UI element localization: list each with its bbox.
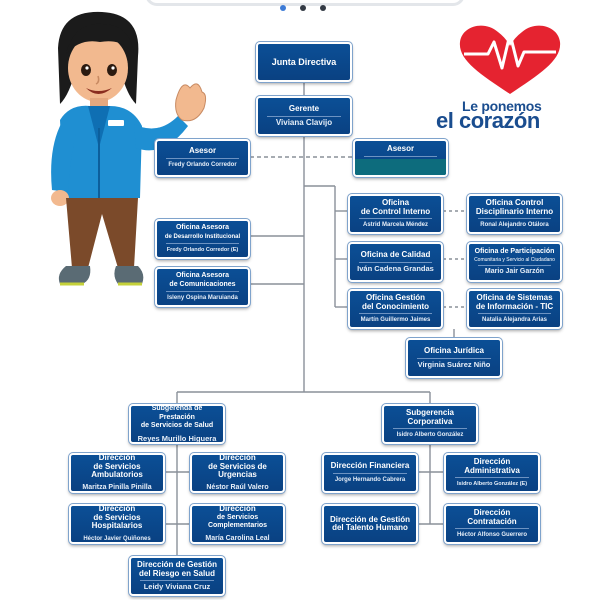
control-disc-title-1: Oficina Control [485,198,544,207]
adm-title: Dirección Administrativa [464,457,520,475]
sistemas-title-2: de Información - TIC [475,301,554,311]
junta-directiva-box[interactable]: Junta Directiva [255,41,353,83]
amb-title-1: Dirección [98,453,136,463]
carousel-dot-1[interactable] [280,5,286,11]
urgencias-box[interactable]: Dirección de Servicios de Urgencias Nést… [189,452,286,494]
comunicaciones-title-2: de Comunicaciones [169,280,236,288]
slogan-line-2: el corazón [436,108,540,133]
juridica-title: Oficina Jurídica [423,346,485,356]
gestion-conoc-name: Martín Guillermo Jaimes [360,317,431,323]
participacion-name: Mario Jair Garzón [484,267,545,275]
sistemas-title-1: Oficina de Sistemas [476,293,553,302]
sub-corp-name: Isidro Alberto González [396,432,464,438]
riesgo-name: Leidy Viviana Cruz [143,582,211,591]
gerente-name: Viviana Clavijo [275,117,333,127]
control-interno-title-1: Oficina [381,198,410,207]
participacion-title-2: Comunitaria y Servicio al Ciudadano [474,256,555,263]
sistemas-tic-box[interactable]: Oficina de Sistemas de Información - TIC… [466,288,563,330]
control-interno-name: Astrid Marcela Méndez [362,222,429,228]
talento-title-1: Dirección de Gestión [329,514,411,524]
urg-name: Néstor Raúl Valero [206,483,269,491]
gestion-conocimiento-box[interactable]: Oficina Gestión del Conocimiento Martín … [347,288,444,330]
comp-title-2: de Servicios Complementarios [207,513,268,530]
asesor-1-title: Asesor [188,146,217,156]
carousel-dots [280,5,326,11]
asesor-2-title: Asesor [386,144,415,153]
gestion-conoc-title-2: del Conocimiento [361,301,430,311]
riesgo-title-2: del Riesgo en Salud [138,568,215,578]
asesor-2-box[interactable]: Asesor [352,138,449,178]
contratacion-box[interactable]: Dirección Contratación Héctor Alfonso Gu… [443,503,541,545]
comp-title-1: Dirección [219,504,256,514]
asesor-1-box[interactable]: Asesor Fredy Orlando Corredor [154,138,251,178]
control-interno-title-2: de Control Interno [360,206,431,216]
amb-title-2: de Servicios Ambulatorios [91,461,143,480]
carousel-dot-2[interactable] [300,5,306,11]
calidad-box[interactable]: Oficina de Calidad Iván Cadena Grandas [347,241,444,283]
comunicaciones-box[interactable]: Oficina Asesora de Comunicaciones Isleny… [154,266,251,308]
asesor-1-name: Fredy Orlando Corredor [168,161,237,168]
desarrollo-name: Fredy Orlando Corredor (E) [166,247,239,253]
participacion-box[interactable]: Oficina de Participación Comunitaria y S… [466,241,563,283]
desarrollo-title-1: Oficina Asesora [175,224,230,231]
control-disciplinario-box[interactable]: Oficina Control Disciplinario Interno Ro… [466,193,563,235]
heart-logo-icon [459,25,561,95]
sub-salud-title-1: Subgerenda de Prestación [151,405,203,421]
contr-title: Dirección Contratación [467,508,517,526]
calidad-title: Oficina de Calidad [360,250,431,260]
comunicaciones-title-1: Oficina Asesora [175,272,230,279]
control-disc-name: Ronal Alejandro Otálora [480,222,549,228]
ambulatorios-box[interactable]: Dirección de Servicios Ambulatorios Mari… [68,452,166,494]
sub-corp-title: Subgerencia Corporativa [405,408,454,426]
talento-title-2: del Talento Humano [332,523,408,532]
subgerencia-salud-box[interactable]: Subgerenda de Prestación de Servicios de… [128,403,226,445]
nurse-mascot-icon [51,11,207,286]
sistemas-name: Natalia Alejandra Arias [482,317,547,323]
urg-title-2: de Servicios de Urgencias [208,461,267,480]
complementarios-box[interactable]: Dirección de Servicios Complementarios M… [189,503,286,545]
juridica-name: Virginia Suárez Niño [417,359,491,369]
subgerencia-corporativa-box[interactable]: Subgerencia Corporativa Isidro Alberto G… [381,403,479,445]
hosp-title-1: Dirección [98,504,136,514]
financiera-box[interactable]: Dirección Financiera Jorge Hernando Cabr… [321,452,419,494]
contr-name: Héctor Alfonso Guerrero [456,532,528,538]
desarrollo-box[interactable]: Oficina Asesora de Desarrollo Institucio… [154,218,251,260]
sub-salud-name: Reyes Murillo Higuera [137,433,217,443]
administrativa-box[interactable]: Dirección Administrativa Isidro Alberto … [443,452,541,494]
fin-name: Jorge Hernando Cabrera [334,476,406,483]
comp-name: María Carolina Leal [205,534,270,542]
riesgo-salud-box[interactable]: Dirección de Gestión del Riesgo en Salud… [128,555,226,597]
urg-title-1: Dirección [219,453,256,463]
slogan-line-1: Le ponemos [462,98,542,114]
talento-humano-box[interactable]: Dirección de Gestión del Talento Humano [321,503,419,545]
control-disc-title-2: Disciplinario Interno [475,206,554,216]
carousel-dot-3[interactable] [320,5,326,11]
fin-title: Dirección Financiera [330,461,410,471]
comunicaciones-name: Isleny Ospina Maruianda [167,295,238,301]
gerente-box[interactable]: Gerente Viviana Clavijo [255,95,353,137]
amb-name: Maritza Pinilla Pinilla [82,483,152,491]
juridica-box[interactable]: Oficina Jurídica Virginia Suárez Niño [405,337,503,379]
junta-title: Junta Directiva [271,56,337,67]
gerente-title: Gerente [288,104,320,114]
riesgo-title-1: Dirección de Gestión [136,560,218,569]
participacion-title-1: Oficina de Participación [474,248,555,256]
calidad-name: Iván Cadena Grandas [357,263,434,273]
desarrollo-title-2: de Desarrollo Institucional [164,233,241,240]
control-interno-box[interactable]: Oficina de Control Interno Astrid Marcel… [347,193,444,235]
hospitalarios-box[interactable]: Dirección de Servicios Hospitalarios Héc… [68,503,166,545]
gestion-conoc-title-1: Oficina Gestión [365,293,426,302]
sub-salud-title-2: de Servicios de Salud [140,422,214,430]
adm-name: Isidro Alberto González (E) [456,481,528,487]
asesor-2-vacant [355,158,446,175]
hosp-name: Héctor Javier Quiñones [83,535,151,542]
hosp-title-2: de Servicios Hospitalarios [91,512,143,531]
